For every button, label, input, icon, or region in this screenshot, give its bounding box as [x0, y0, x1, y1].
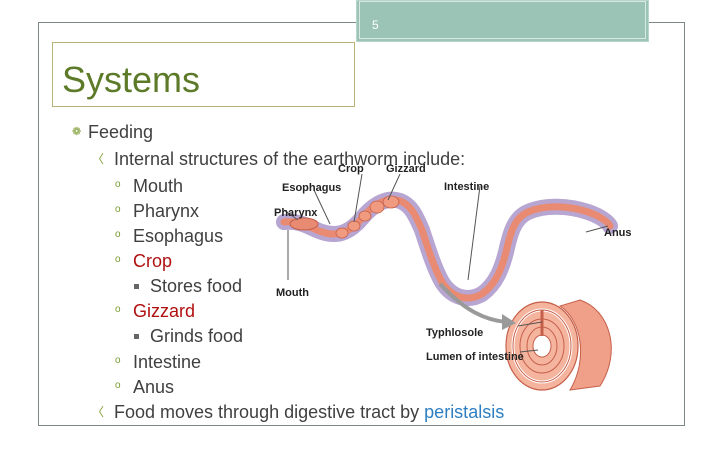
bullet-icon [134, 284, 139, 289]
title-box [52, 42, 355, 107]
label-intestine: Intestine [444, 181, 489, 193]
intestine-cross-section [505, 299, 612, 391]
list-item-gizzard-note: Grinds food [150, 326, 244, 346]
bullet-icon: o [115, 380, 121, 391]
label-pharynx: Pharynx [274, 207, 318, 219]
page-title: Systems [62, 59, 201, 100]
label-anus: Anus [604, 227, 632, 239]
bullet-icon: o [115, 229, 121, 240]
list-item-pharynx: Pharynx [133, 201, 200, 221]
bullet-icon: ❁ [72, 126, 82, 138]
bullet-icon: o [115, 304, 121, 315]
slide-number-box [356, 0, 649, 42]
label-esophagus: Esophagus [282, 182, 341, 194]
label-gizzard: Gizzard [386, 163, 426, 175]
peristalsis-term: peristalsis [424, 402, 505, 422]
list-item-mouth: Mouth [133, 176, 184, 196]
list-item-esophagus: Esophagus [133, 226, 224, 246]
label-mouth: Mouth [276, 287, 309, 299]
slide-number: 5 [372, 18, 379, 32]
bullet-icon: 〈 [92, 152, 105, 166]
list-item-gizzard: Gizzard [133, 301, 196, 321]
label-lumen: Lumen of intestine [426, 351, 524, 363]
bullet-icon: o [115, 204, 121, 215]
list-item-crop-note: Stores food [150, 276, 243, 296]
pharynx-shape [289, 217, 319, 231]
bullet-internal-structures: Internal structures of the earthworm inc… [114, 149, 466, 169]
peristalsis-prefix: Food moves through digestive tract by [114, 402, 420, 422]
label-typhlosole: Typhlosole [426, 327, 483, 339]
magnify-arrow [438, 282, 507, 324]
list-item-anus: Anus [133, 377, 175, 397]
bullet-icon: 〈 [92, 405, 105, 419]
list-item-intestine: Intestine [133, 352, 202, 372]
list-item-crop: Crop [133, 251, 173, 271]
bullet-icon: o [115, 254, 121, 265]
crop-gizzard-segments [335, 195, 400, 239]
bullet-feeding: Feeding [88, 122, 154, 142]
bullet-icon [134, 334, 139, 339]
earthworm-diagram: Crop Gizzard Esophagus Intestine Pharynx… [270, 163, 640, 400]
bullet-peristalsis: Food moves through digestive tract by pe… [114, 403, 504, 421]
bullet-icon: o [115, 355, 121, 366]
bullet-icon: o [115, 179, 121, 190]
label-crop: Crop [338, 163, 364, 175]
